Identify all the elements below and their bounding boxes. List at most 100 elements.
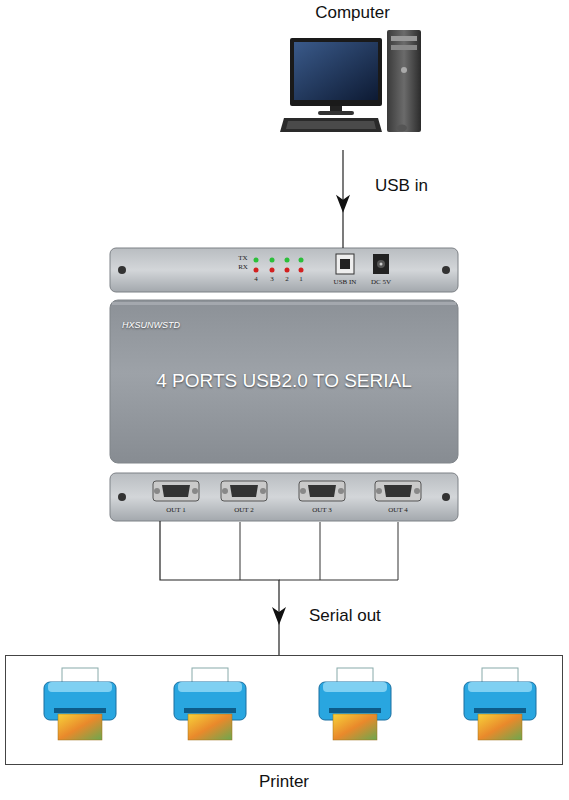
top-panel-part — [377, 260, 385, 268]
printer-icons-part — [174, 668, 246, 740]
computer-node: Computer — [280, 0, 425, 150]
port-wires-part — [279, 580, 398, 581]
printer-icons-part-part — [184, 708, 236, 713]
edge-label: USB in — [372, 176, 431, 197]
bottom-panel-part-part — [375, 481, 421, 501]
node-heading: Computer — [315, 4, 390, 23]
bottom-panel-part-part — [260, 488, 266, 494]
connector — [160, 521, 286, 655]
bottom-panel-part-part — [222, 488, 228, 494]
panel-label: 4 — [254, 276, 258, 284]
panel-label: OUT 2 — [234, 507, 254, 515]
printer-icons-part-part — [474, 708, 526, 713]
bottom-panel-part-part — [153, 481, 199, 501]
printer-icons-part-part — [478, 714, 522, 740]
bottom-panel-part — [153, 481, 199, 501]
bottom-panel-part-part — [376, 488, 382, 494]
device-title: 4 PORTS USB2.0 TO SERIAL — [156, 371, 412, 392]
panel-label: 3 — [270, 276, 274, 284]
connector — [336, 150, 350, 248]
top-panel-part — [442, 266, 450, 274]
panel-label: RX — [238, 264, 248, 272]
node-heading: Printer — [259, 773, 309, 792]
top-panel-part — [299, 258, 304, 263]
connector-line — [342, 150, 343, 248]
computer-illustration-part — [286, 121, 376, 129]
printer-icons-part-part — [323, 682, 387, 692]
printer-icons-part-part — [58, 714, 102, 740]
panel-label: USB IN — [334, 279, 357, 287]
port-wires-part — [398, 522, 399, 580]
bottom-panel-part-part — [154, 488, 160, 494]
top-panel-part — [285, 268, 290, 273]
bottom-panel-part — [375, 481, 421, 501]
top-panel-part — [340, 259, 350, 269]
panel-label: DC 5V — [371, 279, 391, 287]
computer-illustration-part — [387, 30, 421, 132]
bottom-panel-part — [118, 493, 126, 501]
printer-icons-part-part — [178, 682, 242, 692]
bottom-panel-node: OUT 1 OUT 2 OUT 3 OUT 4 — [110, 473, 458, 521]
computer-illustration-part — [391, 36, 417, 41]
top-panel-part — [285, 258, 290, 263]
panel-label: TX — [238, 255, 247, 263]
computer-illustration-part — [318, 111, 354, 115]
top-panel-part — [254, 258, 259, 263]
connector-line — [160, 521, 279, 655]
printer-icons-part — [464, 668, 536, 740]
bottom-panel-part-part — [338, 488, 344, 494]
device-body-node: HXSUNWSTD 4 PORTS USB2.0 TO SERIAL — [110, 300, 458, 463]
panel-label: OUT 4 — [388, 507, 408, 515]
computer-illustration-part — [294, 42, 378, 100]
top-panel-part — [373, 254, 389, 274]
computer-illustration-part — [391, 45, 417, 50]
bottom-panel-part-part — [230, 485, 258, 497]
bottom-panel-part-part — [384, 485, 412, 497]
bottom-panel-part-part — [300, 488, 306, 494]
brand-label: HXSUNWSTD — [122, 321, 180, 331]
top-panel-part — [270, 258, 275, 263]
printer-icons-part-part — [329, 708, 381, 713]
bottom-panel-part — [299, 481, 345, 501]
panel-label: 1 — [299, 276, 303, 284]
top-panel-part — [380, 263, 383, 266]
printer-icons-part-part — [48, 682, 112, 692]
top-panel-part — [336, 254, 354, 274]
bottom-panel-part-part — [299, 481, 345, 501]
port-wires-part — [320, 522, 321, 580]
port-wires-part — [240, 522, 241, 580]
bottom-panel-part-part — [414, 488, 420, 494]
printer-group-box: Printer — [5, 655, 563, 765]
bottom-panel-part — [442, 493, 450, 501]
panel-label: 2 — [285, 276, 289, 284]
printer-icons-part-part — [54, 708, 106, 713]
printer-icons-part-part — [468, 682, 532, 692]
top-panel-node: TXRX 4 3 2 1 USB IN DC 5V — [110, 248, 458, 292]
bottom-panel-part — [221, 481, 267, 501]
computer-illustration-part — [290, 38, 382, 106]
computer-illustration — [280, 30, 421, 132]
arrowhead — [272, 607, 286, 625]
printer-icons-part — [319, 668, 391, 740]
port-wires — [240, 522, 398, 580]
printer-icons-part — [44, 668, 116, 740]
bottom-panel — [110, 473, 458, 521]
top-panel-part — [270, 268, 275, 273]
top-panel-part — [254, 268, 259, 273]
bottom-panel-part-part — [192, 488, 198, 494]
bottom-panel-part — [110, 473, 458, 521]
edge-label: Serial out — [306, 606, 384, 627]
panel-label: OUT 3 — [312, 507, 332, 515]
computer-illustration-part — [397, 125, 407, 132]
bottom-panel-part-part — [162, 485, 190, 497]
top-panel-part — [299, 268, 304, 273]
arrowhead — [336, 195, 350, 213]
device-front-part — [112, 302, 456, 305]
bottom-panel-part-part — [221, 481, 267, 501]
panel-label: OUT 1 — [166, 507, 186, 515]
printer-icons — [44, 668, 536, 740]
computer-illustration-part — [401, 67, 407, 73]
top-panel-part — [118, 266, 126, 274]
